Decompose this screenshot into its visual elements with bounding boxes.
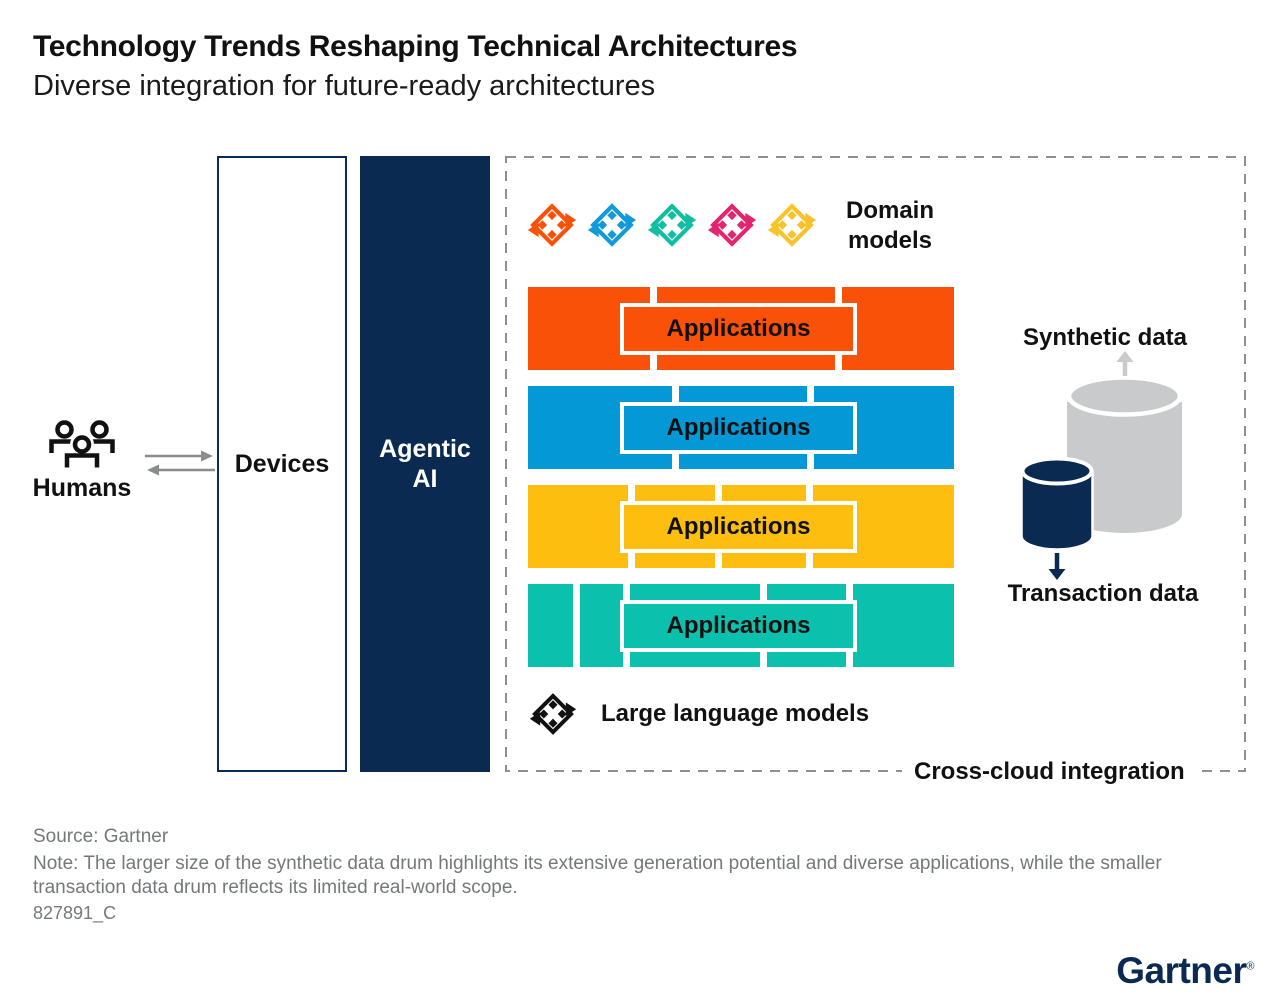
- agentic-ai-label-line1: Agentic: [379, 435, 471, 463]
- domain-model-icon: [587, 200, 637, 250]
- applications-box: Applications: [620, 600, 857, 652]
- domain-model-icon: [647, 200, 697, 250]
- agentic-ai-box: Agentic AI: [360, 156, 490, 772]
- brick-gap: [573, 584, 580, 667]
- page-subtitle: Diverse integration for future-ready arc…: [33, 70, 656, 102]
- domain-model-icon: [527, 200, 577, 250]
- transaction-data-label: Transaction data: [1007, 580, 1199, 607]
- applications-label: Applications: [666, 414, 811, 441]
- applications-label: Applications: [666, 612, 811, 639]
- transaction-data-drum-icon: [1020, 456, 1094, 551]
- humans-group-icon: [49, 420, 115, 469]
- page-title: Technology Trends Reshaping Technical Ar…: [33, 30, 798, 63]
- applications-box: Applications: [620, 402, 857, 454]
- registered-mark: ®: [1246, 960, 1254, 973]
- agentic-ai-label-line2: AI: [412, 465, 438, 493]
- synthetic-data-label: Synthetic data: [1022, 324, 1188, 351]
- domain-model-icon: [707, 200, 757, 250]
- cross-cloud-integration-label: Cross-cloud integration: [902, 758, 1197, 786]
- domain-models-label: Domain models: [845, 197, 934, 254]
- domain-model-icon: [767, 200, 817, 250]
- down-arrow-icon: [1048, 553, 1066, 580]
- note-text: Note: The larger size of the synthetic d…: [33, 853, 1162, 898]
- synthetic-data-drum-icon: [1067, 376, 1182, 533]
- bidirectional-arrows-icon: [145, 450, 215, 476]
- application-layer-row: Applications: [528, 485, 954, 568]
- source-text: Source: Gartner: [33, 826, 169, 847]
- gartner-logo-text: Gartner: [1116, 950, 1247, 991]
- devices-box: Devices: [217, 156, 347, 772]
- devices-label: Devices: [234, 449, 330, 478]
- humans-label: Humans: [32, 474, 132, 502]
- application-layer-row: Applications: [528, 584, 954, 667]
- applications-box: Applications: [620, 501, 857, 553]
- application-layer-row: Applications: [528, 287, 954, 370]
- applications-label: Applications: [666, 513, 811, 540]
- applications-label: Applications: [666, 315, 811, 342]
- gartner-logo: Gartner®: [1116, 950, 1254, 992]
- large-language-models-label: Large language models: [601, 700, 870, 727]
- cross-cloud-container: Domain models Applications Applications …: [505, 156, 1246, 772]
- applications-box: Applications: [620, 303, 857, 355]
- dashed-border: [505, 156, 1246, 772]
- up-arrow-icon: [1116, 351, 1134, 378]
- large-language-model-icon: [529, 693, 577, 735]
- document-id: 827891_C: [33, 903, 117, 923]
- application-layer-row: Applications: [528, 386, 954, 469]
